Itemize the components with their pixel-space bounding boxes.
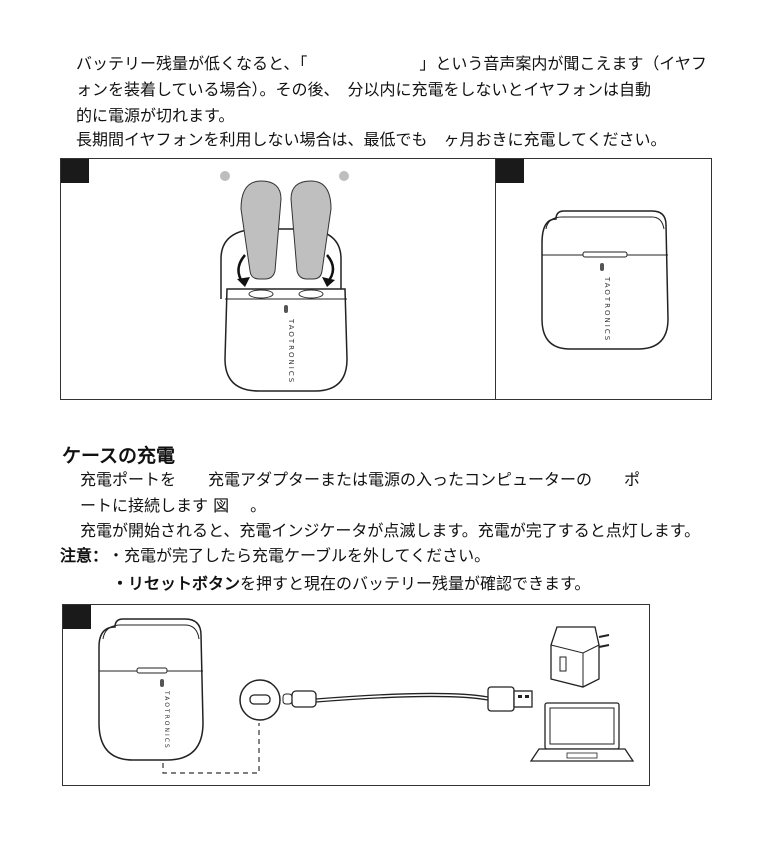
earbuds-case-illustration: TAOTRONICS xyxy=(220,171,349,392)
charging-paragraph-line-1: 充電ポートを 充電アダプターまたは電源の入ったコンピューターの ポ xyxy=(80,470,641,489)
charging-section-title: ケースの充電 xyxy=(62,445,176,467)
battery-paragraph-line-3: 的に電源が切れます。 xyxy=(76,106,235,125)
case-brand-text: TAOTRONICS xyxy=(163,690,170,750)
battery-paragraph-line-1: バッテリー残量が低くなると、「 」という音声案内が聞こえます（イヤフ xyxy=(76,54,707,73)
storage-paragraph: 長期間イヤフォンを利用しない場合は、最低でも ヶ月おきに充電してください。 xyxy=(76,130,667,149)
figure-earbuds-into-case: TAOTRONICS xyxy=(60,158,497,400)
case-brand-text: TAOTRONICS xyxy=(287,318,295,384)
charging-indicator-paragraph: 充電が開始されると、充電インジケータが点滅します。充電が完了すると点灯します。 xyxy=(80,521,701,540)
figure-number-tag xyxy=(496,159,524,183)
note-item-2: ・リセットボタンを押すと現在のバッテリー残量が確認できます。 xyxy=(112,573,590,595)
note-item-2-text: を押すと現在のバッテリー残量が確認できます。 xyxy=(240,574,591,593)
note-label: 注意： xyxy=(60,546,109,565)
charging-paragraph-line-2: ートに接続します 図 。 xyxy=(80,496,267,515)
closed-case-illustration: TAOTRONICS xyxy=(541,210,669,350)
figure-closed-case: TAOTRONICS xyxy=(495,158,712,400)
battery-paragraph-line-2: ォンを装着している場合）。その後、 分以内に充電をしないとイヤフォンは自動 xyxy=(76,80,652,99)
figure-number-tag xyxy=(61,159,89,183)
figure-number-tag xyxy=(63,605,91,629)
charging-illustration: TAOTRONICS xyxy=(98,618,635,774)
figure-charging-connection: TAOTRONICS xyxy=(62,604,650,786)
reset-button-label: ・リセットボタン xyxy=(112,574,241,593)
case-brand-text: TAOTRONICS xyxy=(603,276,611,342)
note-item-1: ・充電が完了したら充電ケーブルを外してください。 xyxy=(108,546,491,565)
